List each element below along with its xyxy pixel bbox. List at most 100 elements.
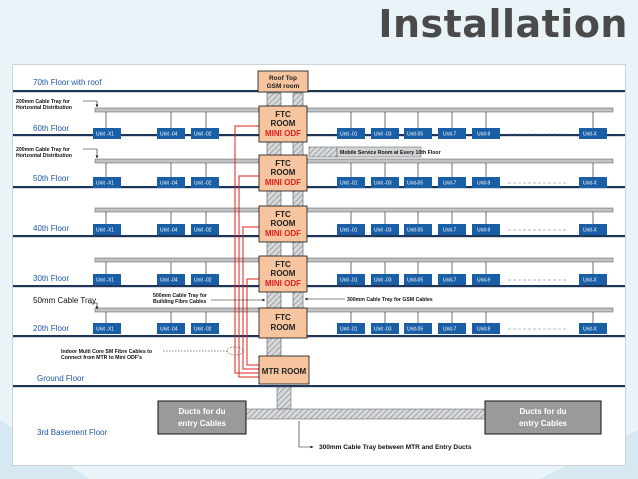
units-floor-30: Unit -X1 Unit -04 Unit -02 Unit -01 Unit… (93, 262, 607, 285)
room-label: ROOM (271, 119, 296, 128)
note-300-mtr: 300mm Cable Tray between MTR and Entry D… (319, 444, 472, 451)
unit-x-label: Unit-X (583, 132, 598, 138)
unit-05-label: Unit-05 (407, 181, 423, 187)
unit-04-label: Unit -04 (160, 181, 178, 187)
unit-x-label: Unit-X (583, 181, 598, 187)
unit-9-label: Unit-9 (477, 278, 491, 284)
roof-room-line1: Roof Top (269, 75, 297, 82)
unit-01-label: Unit -01 (340, 327, 358, 333)
unit-7-label: Unit-7 (443, 228, 457, 234)
note-300-gsm: 300mm Cable Tray for GSM Cables (347, 297, 433, 303)
unit-03-label: Unit -03 (374, 327, 392, 333)
mini-odf-label: MINI ODF (265, 279, 301, 288)
unit-01-label: Unit -01 (340, 278, 358, 284)
entry-ducts: Ducts for du entry Cables Ducts for du e… (157, 386, 602, 435)
note-200b-line2: Horizontal Distribution (16, 153, 72, 159)
unit-03-label: Unit -03 (374, 228, 392, 234)
unit-03-label: Unit -03 (374, 278, 392, 284)
slide-title: Installation (378, 2, 628, 46)
mtr-room: MTR ROOM (258, 355, 310, 385)
roof-top-gsm-room: Roof Top GSM room (257, 70, 309, 93)
note-200a-line2: Horizontal Distribution (16, 105, 72, 111)
mtr-room-label: MTR ROOM (262, 367, 307, 376)
fibre-cables (234, 125, 259, 378)
note-indoor-line2: Connect from MTR to Mini ODF's (61, 355, 142, 361)
unit-01-label: Unit -01 (340, 228, 358, 234)
annotations: 200mm Cable Tray for Horizontal Distribu… (16, 99, 472, 451)
floor-label-20: 20th Floor (33, 324, 69, 333)
installation-diagram: Unit -X1 Unit -04 Unit -02 Unit -01 Unit… (13, 70, 625, 451)
note-500-line1: 500mm Cable Tray for (153, 293, 207, 299)
unit-7-label: Unit-7 (443, 327, 457, 333)
unit-02-label: Unit -02 (194, 327, 212, 333)
unit-01-label: Unit -01 (340, 132, 358, 138)
left-duct-line2: entry Cables (178, 419, 227, 428)
unit-04-label: Unit -04 (160, 278, 178, 284)
ftc-label: FTC (275, 313, 291, 322)
units-floor-60: Unit -X1 Unit -04 Unit -02 Unit -01 Unit… (93, 112, 607, 139)
ftc-room-30: FTC ROOM MINI ODF (258, 255, 308, 293)
mobile-service-room: Mobile Service Room at Every 10th Floor (308, 146, 441, 158)
ftc-label: FTC (275, 159, 291, 168)
ftc-room-60: FTC ROOM MINI ODF (258, 105, 308, 143)
ftc-label: FTC (275, 210, 291, 219)
unit-05-label: Unit-05 (407, 327, 423, 333)
diagram-panel: Unit -X1 Unit -04 Unit -02 Unit -01 Unit… (12, 64, 626, 466)
unit-9-label: Unit-9 (477, 181, 491, 187)
mini-odf-label: MINI ODF (265, 178, 301, 187)
roof-room-line2: GSM room (267, 83, 300, 90)
floor-label-70: 70th Floor with roof (33, 78, 102, 87)
unit-9-label: Unit-9 (477, 132, 491, 138)
room-label: ROOM (271, 323, 296, 332)
right-duct-line1: Ducts for du (519, 407, 566, 416)
unit-05-label: Unit-05 (407, 228, 423, 234)
horizontal-cable-trays (94, 107, 614, 313)
unit-01-label: Unit -01 (340, 181, 358, 187)
unit-x1-label: Unit -X1 (96, 327, 114, 333)
unit-05-label: Unit-05 (407, 278, 423, 284)
unit-03-label: Unit -03 (374, 132, 392, 138)
room-label: ROOM (271, 219, 296, 228)
unit-9-label: Unit-9 (477, 327, 491, 333)
floor-label-30: 30th Floor (33, 274, 69, 283)
ftc-room-50: FTC ROOM MINI ODF (258, 154, 308, 192)
tray-50-label: 50mm Cable Tray (33, 296, 96, 305)
unit-x1-label: Unit -X1 (96, 132, 114, 138)
unit-x-label: Unit-X (583, 278, 598, 284)
room-label: ROOM (271, 168, 296, 177)
floor-label-50: 50th Floor (33, 174, 69, 183)
unit-x1-label: Unit -X1 (96, 181, 114, 187)
unit-x-label: Unit-X (583, 228, 598, 234)
mobile-service-note: Mobile Service Room at Every 10th Floor (340, 150, 441, 156)
units-floor-40: Unit -X1 Unit -04 Unit -02 Unit -01 Unit… (93, 212, 607, 235)
floor-label-ground: Ground Floor (37, 374, 84, 383)
floor-slabs (13, 90, 625, 388)
unit-x1-label: Unit -X1 (96, 278, 114, 284)
unit-7-label: Unit-7 (443, 181, 457, 187)
unit-04-label: Unit -04 (160, 327, 178, 333)
unit-x1-label: Unit -X1 (96, 228, 114, 234)
unit-05-label: Unit-05 (407, 132, 423, 138)
mini-odf-label: MINI ODF (265, 229, 301, 238)
right-duct-line2: entry Cables (519, 419, 568, 428)
units-floor-50: Unit -X1 Unit -04 Unit -02 Unit -01 Unit… (93, 163, 607, 188)
note-indoor-line1: Indoor Multi Core SM Fibre Cables to (61, 349, 152, 355)
ftc-label: FTC (275, 260, 291, 269)
left-duct-line1: Ducts for du (178, 407, 225, 416)
note-200a-line1: 200mm Cable Tray for (16, 99, 70, 105)
unit-7-label: Unit-7 (443, 132, 457, 138)
floor-label-40: 40th Floor (33, 224, 69, 233)
ftc-room-20: FTC ROOM (258, 307, 308, 339)
unit-02-label: Unit -02 (194, 132, 212, 138)
unit-02-label: Unit -02 (194, 278, 212, 284)
room-label: ROOM (271, 269, 296, 278)
unit-02-label: Unit -02 (194, 181, 212, 187)
unit-04-label: Unit -04 (160, 132, 178, 138)
unit-7-label: Unit-7 (443, 278, 457, 284)
ftc-label: FTC (275, 110, 291, 119)
unit-03-label: Unit -03 (374, 181, 392, 187)
ftc-room-40: FTC ROOM MINI ODF (258, 205, 308, 243)
units-floor-20: Unit -X1 Unit -04 Unit -02 Unit -01 Unit… (93, 312, 607, 334)
unit-04-label: Unit -04 (160, 228, 178, 234)
floor-labels: 70th Floor with roof 60th Floor 50th Flo… (33, 78, 108, 437)
